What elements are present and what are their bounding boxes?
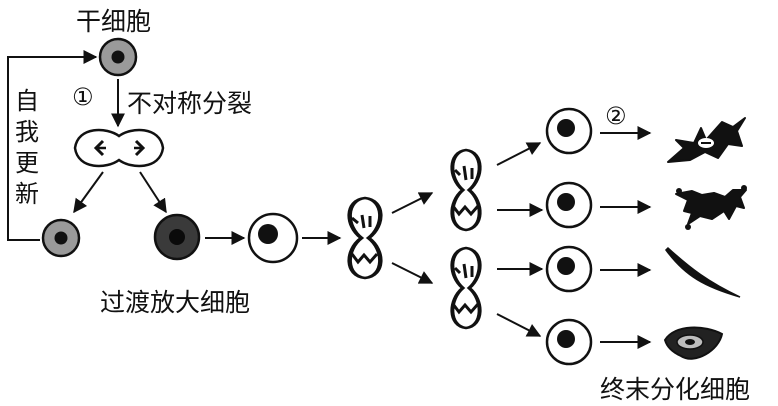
arrow-3b xyxy=(391,262,434,284)
arrow-to-stem-daughter xyxy=(73,171,104,214)
daughter-cell-4 xyxy=(545,318,593,366)
terminal-cell-irregular xyxy=(675,185,747,230)
label-stem-cell: 干细胞 xyxy=(76,7,152,36)
terminal-cell-epithelial xyxy=(663,326,724,360)
terminal-cell-fiber xyxy=(665,246,741,298)
self-renewal-loop xyxy=(7,50,98,241)
terminal-cell-stellate xyxy=(667,117,746,163)
stem-cell xyxy=(98,37,138,77)
label-step-1: ① xyxy=(72,83,94,111)
dividing-cell-2 xyxy=(347,196,383,280)
daughter-cell-1 xyxy=(545,107,593,155)
dividing-cell xyxy=(73,128,165,168)
transit-amplifying-cell xyxy=(247,212,299,264)
dividing-cell-3 xyxy=(450,148,482,232)
label-transit-amplifying: 过渡放大细胞 xyxy=(100,288,251,317)
arrow-to-transit-cell xyxy=(139,171,167,214)
arrow-3a xyxy=(391,192,434,214)
arrow-4d xyxy=(496,313,542,337)
transit-cell-dark xyxy=(153,213,201,261)
label-asymmetric-division: 不对称分裂 xyxy=(127,89,253,118)
label-self-renewal: 自我更新 xyxy=(15,87,39,208)
daughter-cell-2 xyxy=(545,181,593,229)
label-terminal-differentiation: 终末分化细胞 xyxy=(600,375,751,404)
daughter-cell-3 xyxy=(545,245,593,293)
dividing-cell-4 xyxy=(450,246,482,330)
arrow-4a xyxy=(496,142,542,166)
stem-daughter-cell xyxy=(41,218,81,258)
label-step-2: ② xyxy=(605,102,627,130)
